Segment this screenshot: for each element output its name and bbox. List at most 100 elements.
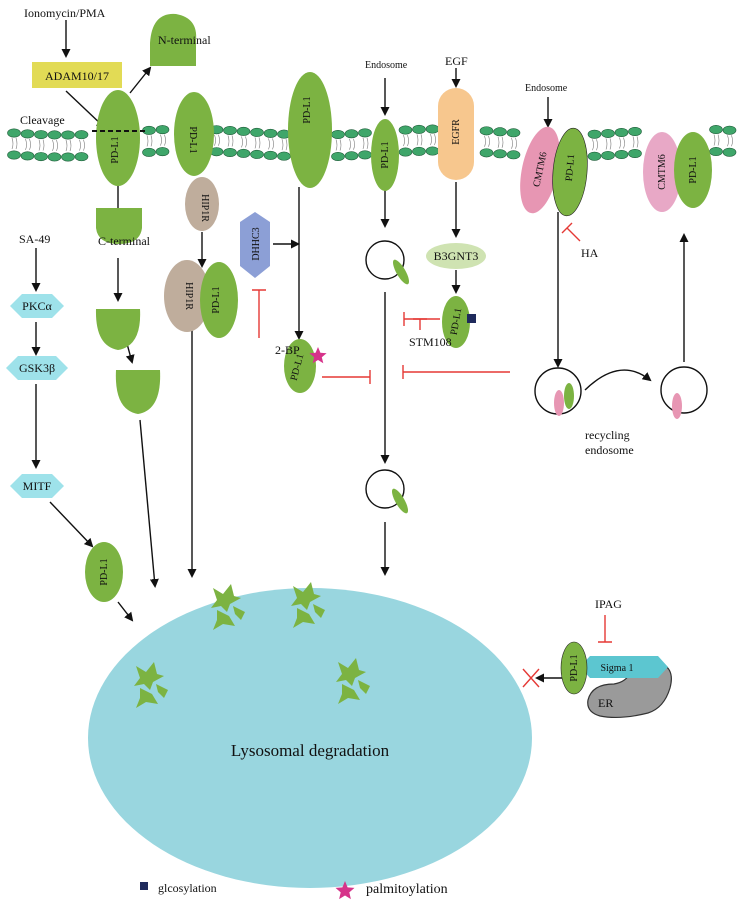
degraded-fragments bbox=[134, 582, 370, 708]
lipid-head-outer bbox=[250, 127, 264, 137]
label-mitf: MITF bbox=[23, 479, 52, 493]
lipid-head-inner bbox=[398, 147, 413, 157]
lipid-head-inner bbox=[20, 151, 35, 161]
lipid-head-inner bbox=[61, 152, 75, 162]
lipid-head-outer bbox=[425, 124, 440, 134]
lipid-head-outer bbox=[398, 125, 413, 135]
lipid-head-inner bbox=[493, 149, 507, 159]
lipid-head-inner bbox=[223, 147, 237, 157]
pdl1-vesicle-3 bbox=[564, 383, 574, 409]
label-b3gnt3: B3GNT3 bbox=[434, 249, 479, 263]
cmtm6-1 bbox=[520, 126, 560, 214]
pdl1-palmitoylated bbox=[284, 339, 316, 393]
lipid-head-inner bbox=[34, 152, 48, 162]
lipid-tail bbox=[619, 137, 625, 149]
lipid-head-outer bbox=[236, 126, 251, 136]
lipid-tail bbox=[281, 139, 288, 151]
lipid-head-outer bbox=[344, 129, 359, 139]
recycling-endosome-2 bbox=[660, 366, 708, 414]
label-pdl1-hip1r-2: PD-L1 bbox=[211, 286, 222, 313]
pdl1-hip1r-2 bbox=[200, 262, 238, 338]
lipid-tail bbox=[214, 134, 220, 146]
lipid-tail bbox=[146, 135, 153, 147]
label-hip1r-2: HIP1R bbox=[183, 282, 194, 310]
label-pdl1-glyco: PD-L1 bbox=[449, 307, 465, 336]
degraded-pdl1-fragment bbox=[211, 584, 245, 630]
lipid-head-inner bbox=[601, 150, 615, 160]
lipid-head-outer bbox=[61, 130, 75, 140]
lipid-head-inner bbox=[709, 147, 723, 157]
label-hip1r-1: HIP1R bbox=[199, 194, 210, 222]
label-cleavage: Cleavage bbox=[20, 113, 65, 127]
lipid-tail bbox=[632, 136, 639, 148]
label-pkca: PKCα bbox=[22, 299, 52, 313]
pdl1-hip1r bbox=[174, 92, 214, 176]
lipid-head-inner bbox=[344, 151, 359, 161]
lipid-tail bbox=[430, 133, 436, 146]
lipid-head-inner bbox=[425, 146, 440, 156]
lipid-tail bbox=[484, 135, 490, 147]
label-ionomycin: Ionomycin/PMA bbox=[24, 6, 106, 20]
lipid-head-outer bbox=[587, 129, 602, 139]
lipid-head-inner bbox=[74, 152, 89, 162]
lipid-tail bbox=[335, 139, 342, 151]
lipid-head-outer bbox=[20, 129, 35, 139]
lipid-head-outer bbox=[47, 130, 62, 140]
inhibit-stm108 bbox=[413, 318, 427, 330]
lipid-head-inner bbox=[412, 146, 426, 156]
pkca-hex bbox=[10, 294, 64, 318]
inhibit-2bp-dhhc3 bbox=[252, 289, 266, 338]
label-cmtm6-2: CMTM6 bbox=[657, 154, 668, 190]
n-terminal-fragment bbox=[150, 13, 197, 66]
arrow-cterm-lysosome bbox=[139, 419, 159, 588]
labels: Ionomycin/PMA ADAM10/17 Cleavage N-termi… bbox=[19, 6, 699, 897]
lipid-tail bbox=[65, 139, 72, 152]
lipid-head-outer bbox=[614, 128, 629, 138]
lipid-head-outer bbox=[493, 127, 507, 137]
egfr bbox=[438, 88, 474, 180]
lipid-head-outer bbox=[358, 128, 372, 138]
glycosylation-square-icon bbox=[467, 314, 476, 323]
lipid-tail bbox=[605, 138, 612, 150]
blocked-x-icon bbox=[522, 668, 540, 688]
lipid-head-outer bbox=[331, 129, 345, 139]
lipid-head-inner bbox=[331, 151, 345, 161]
inhibitions bbox=[252, 222, 612, 688]
arrow-n-terminal bbox=[129, 66, 152, 94]
sigma1-hex bbox=[580, 656, 668, 678]
pdl1-vesicle-1 bbox=[392, 259, 410, 285]
lipid-tail bbox=[268, 138, 274, 150]
label-pdl1-cleavage: PD-L1 bbox=[110, 136, 121, 163]
degraded-pdl1-fragment bbox=[134, 662, 168, 708]
pdl1-mitf bbox=[85, 542, 123, 602]
label-lysosomal-degradation: Lysosomal degradation bbox=[231, 741, 390, 760]
lipid-head-inner bbox=[142, 147, 156, 157]
pdl1-glycosylated bbox=[442, 296, 470, 348]
pdl1-vesicle-2 bbox=[391, 488, 409, 514]
lipid-head-outer bbox=[628, 127, 642, 137]
b3gnt3 bbox=[426, 243, 486, 269]
palmitoylation-star-icon bbox=[309, 347, 327, 364]
lipid-head-inner bbox=[47, 152, 62, 162]
degraded-pdl1-fragment bbox=[291, 582, 325, 628]
label-egf: EGF bbox=[445, 54, 468, 68]
lipid-head-outer bbox=[223, 125, 237, 135]
label-pdl1-hip1r: PD-L1 bbox=[187, 126, 198, 153]
label-ha: HA bbox=[581, 246, 599, 260]
cmtm6-2 bbox=[643, 132, 681, 212]
lipid-tail bbox=[416, 134, 423, 146]
lipid-head-outer bbox=[722, 125, 737, 135]
label-gsk3b: GSK3β bbox=[19, 361, 55, 375]
label-pdl1-mitf: PD-L1 bbox=[99, 558, 110, 585]
lipid-head-inner bbox=[250, 149, 264, 159]
c-terminal-fragment bbox=[96, 208, 142, 244]
dhhc3-hex bbox=[240, 212, 270, 278]
pdl1-er bbox=[560, 641, 588, 695]
label-pdl1-cmtm6-2: PD-L1 bbox=[688, 156, 699, 183]
mitf-hex bbox=[10, 474, 64, 498]
lipid-head-inner bbox=[587, 151, 602, 161]
hip1r-1 bbox=[185, 177, 219, 231]
lipid-head-outer bbox=[601, 128, 615, 138]
